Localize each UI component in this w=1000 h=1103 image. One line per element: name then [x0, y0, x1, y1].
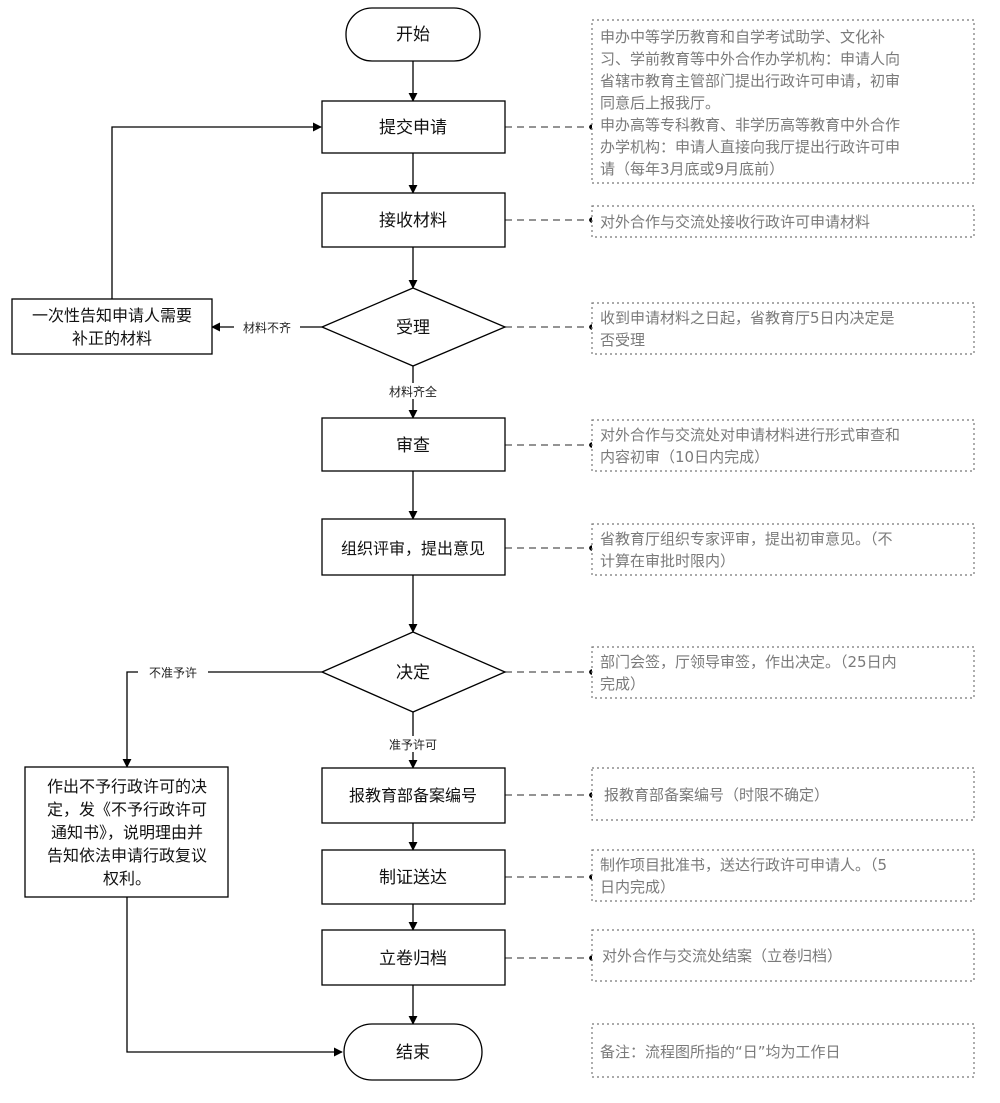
- note-submit-line-3: 省辖市教育主管部门提出行政许可申请，初审: [600, 72, 900, 90]
- node-expert: 组织评审，提出意见: [321, 518, 506, 576]
- node-submit: 提交申请: [321, 100, 506, 154]
- note-certificate-line-1: 制作项目批准书，送达行政许可申请人。（5: [600, 856, 887, 874]
- note-certificate: 制作项目批准书，送达行政许可申请人。（5 日内完成）: [591, 849, 975, 902]
- main-connectors: [111, 61, 418, 1057]
- node-receive-label: 接收材料: [379, 211, 447, 231]
- note-archive-line-1: 对外合作与交流处结案（立卷归档）: [602, 947, 842, 965]
- edge-labels: 材料不齐 材料齐全 不准予许 准予许可: [138, 319, 454, 752]
- node-decide-label: 决定: [396, 663, 430, 683]
- edge-deny-end: [126, 897, 343, 1057]
- node-start-label: 开始: [396, 25, 430, 45]
- edge-decide-deny: [122, 671, 322, 768]
- node-accept-label: 受理: [396, 318, 430, 338]
- edge-label-not-permit: 不准予许: [149, 666, 197, 680]
- node-deny-line-1: 作出不予行政许可的决: [47, 777, 207, 796]
- note-decide: 部门会签，厅领导审签，作出决定。（25日内 完成）: [591, 646, 975, 699]
- note-submit-line-6: 办学机构：申请人直接向我厅提出行政许可申: [600, 138, 900, 156]
- note-accept-line-1: 收到申请材料之日起，省教育厅5日内决定是: [600, 309, 895, 327]
- note-decide-line-2: 完成）: [600, 675, 645, 693]
- node-review-label: 审查: [396, 436, 430, 456]
- note-submit-line-4: 同意后上报我厅。: [600, 94, 720, 112]
- note-record-line-1: 报教育部备案编号（时限不确定）: [604, 786, 829, 804]
- note-connectors: [505, 124, 595, 961]
- note-review-line-1: 对外合作与交流处对申请材料进行形式审查和: [600, 426, 900, 444]
- node-certificate: 制证送达: [321, 849, 506, 905]
- note-submit-line-2: 习、学前教育等中外合作办学机构：申请人向: [600, 50, 900, 68]
- note-remark: 备注：流程图所指的“日”均为工作日: [591, 1023, 975, 1078]
- node-notify-line-2: 补正的材料: [72, 329, 152, 348]
- edge-label-complete: 材料齐全: [389, 384, 437, 399]
- note-submit-line-7: 请（每年3月底或9月底前）: [600, 160, 784, 178]
- note-certificate-line-2: 日内完成）: [600, 878, 675, 896]
- note-expert-line-2: 计算在审批时限内）: [600, 552, 735, 570]
- node-certificate-label: 制证送达: [379, 868, 447, 888]
- edge-label-permit: 准予许可: [389, 738, 437, 752]
- node-deny-line-3: 通知书》，说明理由并: [51, 823, 203, 842]
- note-submit: 申办中等学历教育和自学考试助学、文化补 习、学前教育等中外合作办学机构：申请人向…: [591, 19, 975, 184]
- node-end-label: 结束: [396, 1043, 430, 1063]
- note-receive: 对外合作与交流处接收行政许可申请材料: [591, 205, 975, 238]
- node-record: 报教育部备案编号: [321, 767, 506, 824]
- node-decide: 决定: [320, 631, 507, 713]
- node-deny-line-2: 定，发《不予行政许可: [47, 800, 207, 819]
- edge-notify-submit: [111, 122, 322, 299]
- edge-label-incomplete: 材料不齐: [243, 320, 291, 335]
- node-deny-line-5: 权利。: [103, 869, 151, 888]
- node-submit-label: 提交申请: [379, 118, 447, 138]
- node-expert-label: 组织评审，提出意见: [341, 539, 485, 558]
- note-decide-line-1: 部门会签，厅领导审签，作出决定。（25日内: [600, 653, 897, 671]
- node-archive: 立卷归档: [321, 929, 506, 986]
- node-notify-line-1: 一次性告知申请人需要: [32, 306, 192, 325]
- node-end: 结束: [343, 1023, 483, 1081]
- node-deny-line-4: 告知依法申请行政复议: [47, 846, 207, 865]
- node-notify: 一次性告知申请人需要 补正的材料: [11, 298, 213, 355]
- note-review: 对外合作与交流处对申请材料进行形式审查和 内容初审（10日内完成）: [591, 419, 975, 472]
- note-review-line-2: 内容初审（10日内完成）: [600, 448, 769, 466]
- note-accept-line-2: 否受理: [600, 331, 645, 349]
- note-submit-line-1: 申办中等学历教育和自学考试助学、文化补: [600, 28, 885, 46]
- note-expert: 省教育厅组织专家评审，提出初审意见。（不 计算在审批时限内）: [591, 523, 975, 576]
- node-archive-label: 立卷归档: [379, 949, 447, 969]
- note-receive-line-1: 对外合作与交流处接收行政许可申请材料: [600, 213, 870, 231]
- note-record: 报教育部备案编号（时限不确定）: [591, 767, 975, 821]
- note-expert-line-1: 省教育厅组织专家评审，提出初审意见。（不: [600, 530, 893, 548]
- note-remark-line-1: 备注：流程图所指的“日”均为工作日: [600, 1043, 841, 1061]
- node-receive: 接收材料: [321, 192, 506, 248]
- node-review: 审查: [321, 417, 506, 472]
- node-start: 开始: [345, 7, 481, 62]
- note-archive: 对外合作与交流处结案（立卷归档）: [591, 929, 975, 982]
- note-accept: 收到申请材料之日起，省教育厅5日内决定是 否受理: [591, 302, 975, 355]
- note-submit-line-5: 申办高等专科教育、非学历高等教育中外合作: [600, 116, 900, 134]
- notes: 申办中等学历教育和自学考试助学、文化补 习、学前教育等中外合作办学机构：申请人向…: [591, 19, 975, 1078]
- node-record-label: 报教育部备案编号: [349, 786, 477, 805]
- node-accept: 受理: [320, 287, 507, 367]
- node-deny: 作出不予行政许可的决 定，发《不予行政许可 通知书》，说明理由并 告知依法申请行…: [24, 766, 229, 898]
